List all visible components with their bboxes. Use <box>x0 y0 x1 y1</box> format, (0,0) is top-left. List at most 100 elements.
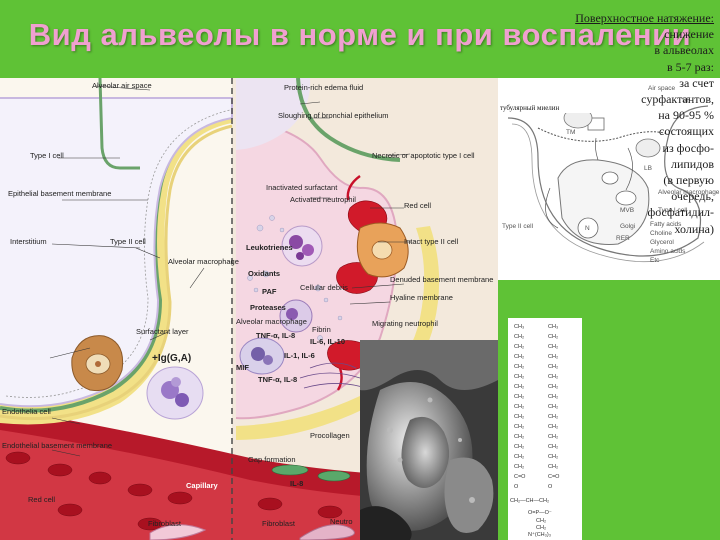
surfactant-line: фосфатидил- <box>647 205 714 220</box>
label-type-i-cell: Type I cell <box>30 151 64 160</box>
label-migrating-neutrophil: Migrating neutrophil <box>372 319 438 328</box>
label-surfactant-layer: Surfactant layer <box>136 327 189 336</box>
label-type-ii-cell: Type II cell <box>110 237 146 246</box>
label-protein-rich-edema: Protein-rich edema fluid <box>284 83 363 92</box>
tr-label-tubular: тубулярный миелин <box>500 104 560 112</box>
formula-chain-item: CH₂ <box>514 404 524 410</box>
tr-label-air-space: Air space <box>648 85 675 92</box>
oxidants-cell <box>279 299 313 333</box>
formula-chain-item: CH₂ <box>514 424 524 430</box>
label-sloughing: Sloughing of bronchial epithelium <box>278 111 389 120</box>
alveolar-macrophage-right <box>239 337 285 375</box>
label-procollagen: Procollagen <box>310 431 350 440</box>
slide-title: Вид альвеолы в норме и при воспалении <box>28 17 692 52</box>
electron-micrograph <box>360 340 498 540</box>
formula-chain-item: CH₂ <box>514 394 524 400</box>
formula-chain-item: CH₂ <box>548 384 558 390</box>
label-red-cell-right: Red cell <box>404 201 431 210</box>
formula-chain-item: CH₂ <box>548 364 558 370</box>
formula-glycerol: CH₂—CH—CH₂ <box>510 498 549 504</box>
alveolus-illustration: Alveolar air space Type I cell Epithelia… <box>0 78 498 540</box>
label-interstitium: Interstitium <box>10 237 47 246</box>
formula-chain-item: O <box>548 484 553 490</box>
formula-chain-item: CH₂ <box>548 424 558 430</box>
tr-label-type-ii-cell: Type II cell <box>502 223 534 230</box>
formula-chain-item: CH₂ <box>548 444 558 450</box>
surfactant-heading: Поверхностное натяжение: <box>575 11 714 25</box>
formula-chain-item: CH₂ <box>548 414 558 420</box>
formula-chain-item: CH₂ <box>514 384 524 390</box>
formula-chain-item: CH₂ <box>514 344 524 350</box>
formula-phosphate: O=P—O⁻ <box>528 510 552 516</box>
formula-chain-item: CH₂ <box>514 434 524 440</box>
surfactant-line: сурфактантов, <box>641 92 714 107</box>
formula-chain-item: CH₂ <box>548 434 558 440</box>
tr-label-sf: SF <box>682 97 690 104</box>
label-oxidants: Oxidants <box>248 269 280 278</box>
label-fibroblast-left: Fibroblast <box>148 519 182 528</box>
formula-choline-3: N⁺(CH₃)₃ <box>528 531 551 538</box>
label-neutrophil: Neutro <box>330 517 353 526</box>
label-intact-type-ii: Intact type II cell <box>404 237 459 246</box>
formula-chain-item: CH₂ <box>548 374 558 380</box>
tr-label-mvb: MVB <box>620 207 634 214</box>
label-proteases: Proteases <box>250 303 286 312</box>
surfactant-line: из фосфо- <box>662 140 714 155</box>
surfactant-line: за счет <box>679 75 714 90</box>
label-il1-il6: IL-1, IL-6 <box>284 351 315 360</box>
label-tnf2: TNF-α, IL-8 <box>258 375 297 384</box>
surfactant-line: холина) <box>674 221 714 236</box>
precursor-item: Fatty acids <box>650 221 682 228</box>
label-alveolar-air-space: Alveolar air space <box>92 81 152 90</box>
formula-chain-item: CH₂ <box>514 374 524 380</box>
formula-chain-item: CH₂ <box>514 334 524 340</box>
label-inactivated-surfactant: Inactivated surfactant <box>266 183 338 192</box>
label-necrotic: Necrotic or apoptotic type I cell <box>372 151 475 160</box>
surfactant-line: снижение <box>664 27 714 42</box>
label-gap-formation: Gap formation <box>248 455 296 464</box>
label-hyaline-membrane: Hyaline membrane <box>390 293 453 302</box>
formula-chain-item: CH₂ <box>548 334 558 340</box>
formula-chain-item: C=O <box>514 474 526 480</box>
formula-chain-item: CH₂ <box>548 344 558 350</box>
label-il6-il10: IL-6, IL-10 <box>310 337 345 346</box>
tr-label-alveolar-macrophage: Alveolar macrophage <box>658 189 720 196</box>
tr-label-rer: RER <box>616 235 630 242</box>
label-cellular-debris: Cellular debris <box>300 283 348 292</box>
surfactant-cycle-schematic: N тубулярный миелин Air space SF TM LB A… <box>498 78 720 280</box>
type-ii-cell-left <box>71 335 124 392</box>
label-paf: PAF <box>262 287 277 296</box>
surfactant-line: липидов <box>670 156 714 171</box>
formula-chain-item: C=O <box>548 474 560 480</box>
surfactant-line: в 5-7 раз: <box>666 59 714 74</box>
surfactant-line: в альвеолах <box>654 43 714 58</box>
tr-label-type-i-cell: Type I cell <box>658 207 688 214</box>
formula-chain-item: CH₂ <box>548 464 558 470</box>
label-denuded-membrane: Denuded basement membrane <box>390 275 493 284</box>
formula-chain-item: O <box>514 484 519 490</box>
formula-choline-1: CH₂ <box>536 518 546 524</box>
surfactant-line: очередь, <box>671 189 714 204</box>
alveolar-macrophage-left <box>146 366 204 420</box>
label-ig: +Ig(G,A) <box>152 353 191 364</box>
tr-label-tm: TM <box>566 129 575 136</box>
formula-chain-item: CH₂ <box>514 464 524 470</box>
precursor-item: Choline <box>650 230 672 237</box>
precursor-item: Amino acids <box>650 248 686 255</box>
surfactant-line: (в первую <box>663 173 714 188</box>
formula-chain-item: CH₂ <box>548 454 558 460</box>
formula-chain-item: CH₂ <box>548 354 558 360</box>
label-fibrin: Fibrin <box>312 325 331 334</box>
formula-chain-item: CH₂ <box>514 414 524 420</box>
formula-chain-item: CH₂ <box>514 364 524 370</box>
intact-type-ii-cell <box>356 222 409 278</box>
label-il8: IL-8 <box>290 479 303 488</box>
label-alveolar-macrophage: Alveolar macrophage <box>168 257 239 266</box>
formula-chain-item: CH₂ <box>548 394 558 400</box>
formula-chain-item: CH₂ <box>548 404 558 410</box>
surfactant-line: на 90-95 % <box>658 108 714 123</box>
tr-label-lb: LB <box>644 165 652 172</box>
